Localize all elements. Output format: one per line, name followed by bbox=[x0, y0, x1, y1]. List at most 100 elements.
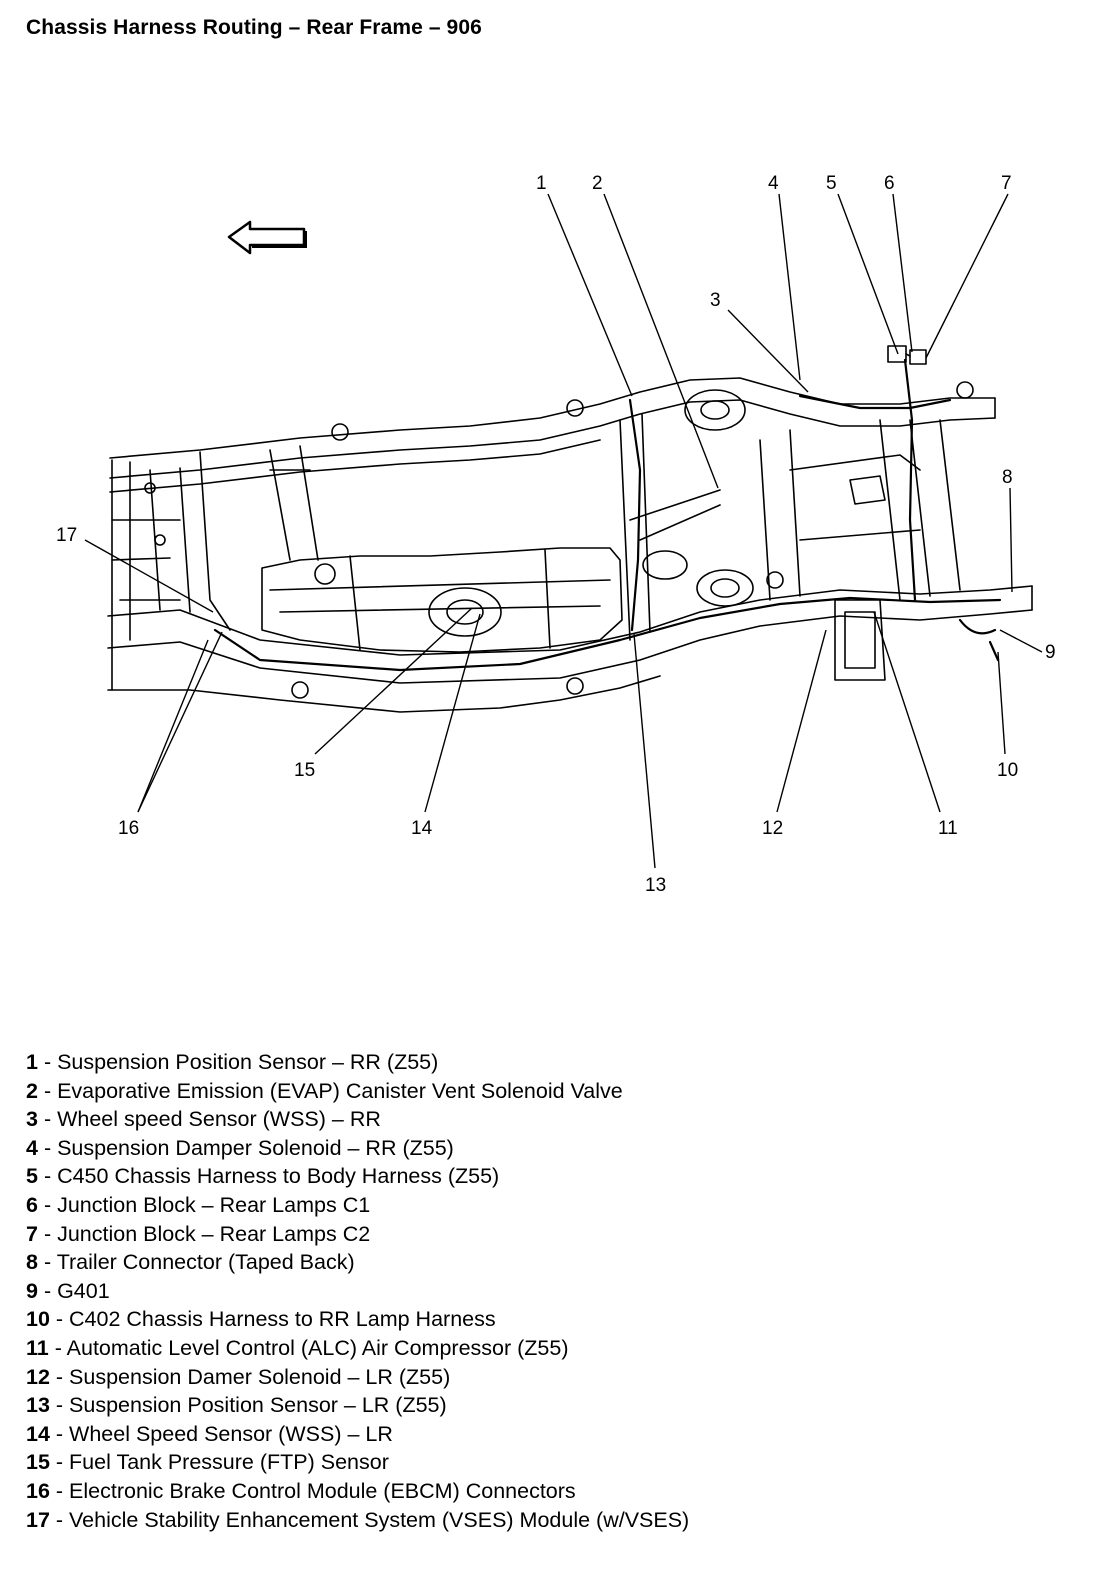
leader-2 bbox=[603, 193, 719, 489]
legend-sep: - bbox=[37, 1192, 58, 1217]
legend-sep: - bbox=[49, 1364, 70, 1389]
legend-item: 4 - Suspension Damper Solenoid – RR (Z55… bbox=[26, 1134, 689, 1163]
legend-sep: - bbox=[49, 1450, 70, 1475]
junction-connectors bbox=[887, 345, 927, 365]
legend-item: 7 - Junction Block – Rear Lamps C2 bbox=[26, 1220, 689, 1249]
legend-num: 6 bbox=[26, 1192, 38, 1217]
legend-text: Wheel speed Sensor (WSS) – RR bbox=[57, 1107, 381, 1132]
leader-8 bbox=[1009, 487, 1013, 593]
legend-num: 9 bbox=[26, 1278, 38, 1303]
callout-16: 16 bbox=[118, 818, 139, 839]
legend-text: G401 bbox=[57, 1278, 110, 1303]
callout-6: 6 bbox=[884, 173, 895, 194]
leader-13 bbox=[633, 633, 656, 869]
callout-1: 1 bbox=[536, 173, 547, 194]
callout-3: 3 bbox=[710, 290, 721, 311]
legend-num: 12 bbox=[26, 1364, 50, 1389]
callout-14: 14 bbox=[411, 818, 433, 839]
page-title: Chassis Harness Routing – Rear Frame – 9… bbox=[26, 16, 482, 39]
leader-6 bbox=[892, 193, 913, 353]
callout-12: 12 bbox=[762, 818, 783, 839]
callout-17: 17 bbox=[56, 525, 77, 546]
direction-arrow-icon bbox=[227, 220, 307, 255]
legend-text: Junction Block – Rear Lamps C2 bbox=[57, 1221, 371, 1246]
legend-sep: - bbox=[37, 1164, 58, 1189]
callout-9: 9 bbox=[1045, 642, 1056, 663]
frame-illustration bbox=[107, 345, 1033, 713]
legend-text: C402 Chassis Harness to RR Lamp Harness bbox=[69, 1307, 496, 1332]
callout-numbers: 1 2 3 4 5 6 7 8 9 10 11 12 13 14 15 16 1… bbox=[56, 173, 1056, 896]
legend-sep: - bbox=[37, 1135, 58, 1160]
legend-num: 5 bbox=[26, 1164, 38, 1189]
legend-text: C450 Chassis Harness to Body Harness (Z5… bbox=[57, 1164, 500, 1189]
legend-text: Trailer Connector (Taped Back) bbox=[56, 1250, 355, 1275]
legend-sep: - bbox=[37, 1221, 58, 1246]
legend-num: 15 bbox=[26, 1450, 50, 1475]
leader-7 bbox=[925, 193, 1009, 359]
callout-10: 10 bbox=[997, 760, 1018, 781]
legend-num: 2 bbox=[26, 1078, 38, 1103]
leader-16b bbox=[137, 631, 223, 813]
legend-text: Suspension Position Sensor – LR (Z55) bbox=[69, 1393, 447, 1418]
legend-text: Suspension Damer Solenoid – LR (Z55) bbox=[69, 1364, 451, 1389]
leader-12 bbox=[776, 629, 827, 813]
legend-text: Wheel Speed Sensor (WSS) – LR bbox=[69, 1421, 393, 1446]
legend-num: 14 bbox=[26, 1421, 50, 1446]
leader-3 bbox=[727, 309, 809, 393]
legend-item: 14 - Wheel Speed Sensor (WSS) – LR bbox=[26, 1420, 689, 1449]
leader-16a bbox=[137, 639, 209, 813]
legend-sep: - bbox=[49, 1421, 70, 1446]
legend-num: 13 bbox=[26, 1393, 50, 1418]
legend-num: 17 bbox=[26, 1507, 50, 1532]
legend-sep: - bbox=[48, 1335, 67, 1360]
leader-15 bbox=[314, 607, 473, 755]
center-cross-member bbox=[619, 389, 754, 641]
chassis-frame-diagram: 1 2 3 4 5 6 7 8 9 10 11 12 13 14 15 16 1… bbox=[56, 173, 1056, 896]
wiring-harness bbox=[213, 358, 1002, 672]
legend-item: 1 - Suspension Position Sensor – RR (Z55… bbox=[26, 1048, 689, 1077]
legend-num: 7 bbox=[26, 1221, 38, 1246]
left-end-member bbox=[111, 451, 231, 691]
legend-item: 16 - Electronic Brake Control Module (EB… bbox=[26, 1477, 689, 1506]
legend-text: Electronic Brake Control Module (EBCM) C… bbox=[69, 1478, 576, 1503]
legend-sep: - bbox=[49, 1307, 70, 1332]
legend-item: 2 - Evaporative Emission (EVAP) Canister… bbox=[26, 1077, 689, 1106]
legend-sep: - bbox=[37, 1107, 58, 1132]
legend-text: Suspension Damper Solenoid – RR (Z55) bbox=[57, 1135, 454, 1160]
mount-points bbox=[291, 381, 974, 699]
legend-num: 8 bbox=[26, 1250, 38, 1275]
callout-5: 5 bbox=[826, 173, 837, 194]
legend-item: 9 - G401 bbox=[26, 1277, 689, 1306]
callout-8: 8 bbox=[1002, 467, 1013, 488]
legend-list: 1 - Suspension Position Sensor – RR (Z55… bbox=[26, 1048, 689, 1534]
leader-14 bbox=[424, 613, 481, 813]
legend-item: 5 - C450 Chassis Harness to Body Harness… bbox=[26, 1162, 689, 1191]
legend-text: Automatic Level Control (ALC) Air Compre… bbox=[66, 1335, 569, 1360]
legend-sep: - bbox=[37, 1078, 58, 1103]
legend-num: 11 bbox=[26, 1335, 49, 1360]
leader-17 bbox=[84, 539, 214, 613]
legend-sep: - bbox=[37, 1050, 58, 1074]
legend-item: 17 - Vehicle Stability Enhancement Syste… bbox=[26, 1506, 689, 1535]
legend-text: Evaporative Emission (EVAP) Canister Ven… bbox=[57, 1078, 623, 1103]
callout-11: 11 bbox=[938, 818, 958, 839]
legend-sep: - bbox=[49, 1478, 70, 1503]
lower-frame-rail bbox=[107, 585, 1033, 713]
leader-10 bbox=[997, 651, 1006, 755]
legend-text: Vehicle Stability Enhancement System (VS… bbox=[69, 1507, 690, 1532]
callout-15: 15 bbox=[294, 760, 315, 781]
cross-member-1 bbox=[269, 445, 319, 561]
legend-text: Junction Block – Rear Lamps C1 bbox=[57, 1192, 371, 1217]
legend-sep: - bbox=[49, 1507, 70, 1532]
legend-num: 1 bbox=[26, 1050, 38, 1074]
callout-leaders bbox=[84, 193, 1043, 869]
legend-num: 4 bbox=[26, 1135, 38, 1160]
fuel-tank bbox=[261, 547, 623, 653]
legend-item: 12 - Suspension Damer Solenoid – LR (Z55… bbox=[26, 1363, 689, 1392]
right-rear-section bbox=[759, 419, 961, 681]
legend-item: 8 - Trailer Connector (Taped Back) bbox=[26, 1248, 689, 1277]
leader-11 bbox=[873, 611, 941, 813]
callout-4: 4 bbox=[768, 173, 779, 194]
legend-item: 6 - Junction Block – Rear Lamps C1 bbox=[26, 1191, 689, 1220]
legend-item: 13 - Suspension Position Sensor – LR (Z5… bbox=[26, 1391, 689, 1420]
